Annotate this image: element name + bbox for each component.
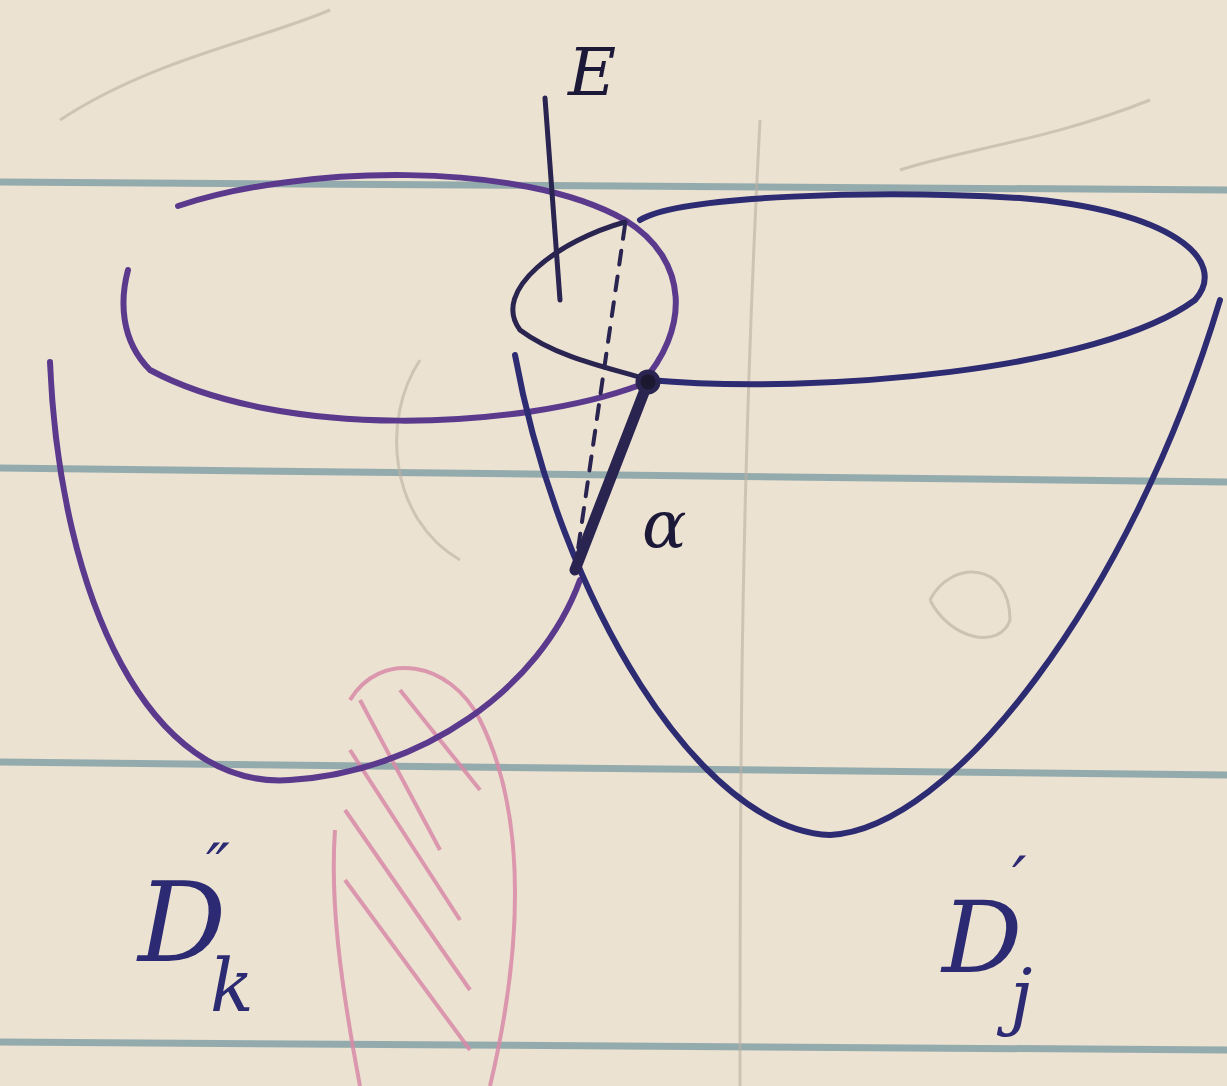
region-outline	[350, 668, 515, 1086]
segment-alpha	[575, 382, 648, 570]
bowl	[515, 300, 1220, 835]
top-rim	[123, 175, 675, 421]
bowl	[50, 362, 580, 780]
pink-hatched-region	[334, 668, 515, 1086]
math-label: α	[642, 492, 687, 558]
small-rim	[513, 222, 648, 380]
math-label: j	[1010, 960, 1032, 1032]
hatch	[345, 880, 470, 1050]
math-label: ′	[1012, 848, 1027, 912]
pencil-trace	[930, 572, 1010, 637]
point	[638, 372, 658, 392]
pencil-trace	[60, 10, 330, 120]
math-label: E	[568, 40, 616, 106]
math-label: k	[210, 950, 254, 1022]
hatch	[400, 690, 480, 790]
top-rim	[640, 194, 1205, 384]
pencil-trace	[397, 360, 460, 560]
pencil-trace	[900, 100, 1150, 170]
rule-line	[0, 1042, 1227, 1050]
region-outline	[334, 830, 360, 1086]
small-cone	[513, 98, 658, 570]
rule-line	[0, 762, 1227, 775]
cone-d-k	[50, 175, 676, 780]
paper-rules	[0, 182, 1227, 1050]
rule-line	[0, 182, 1227, 190]
axis-line	[545, 98, 560, 300]
faint-pencil	[60, 10, 1150, 1086]
pencil-trace	[740, 120, 760, 1086]
cone-d-j	[515, 194, 1220, 835]
math-label: ″	[206, 835, 230, 899]
